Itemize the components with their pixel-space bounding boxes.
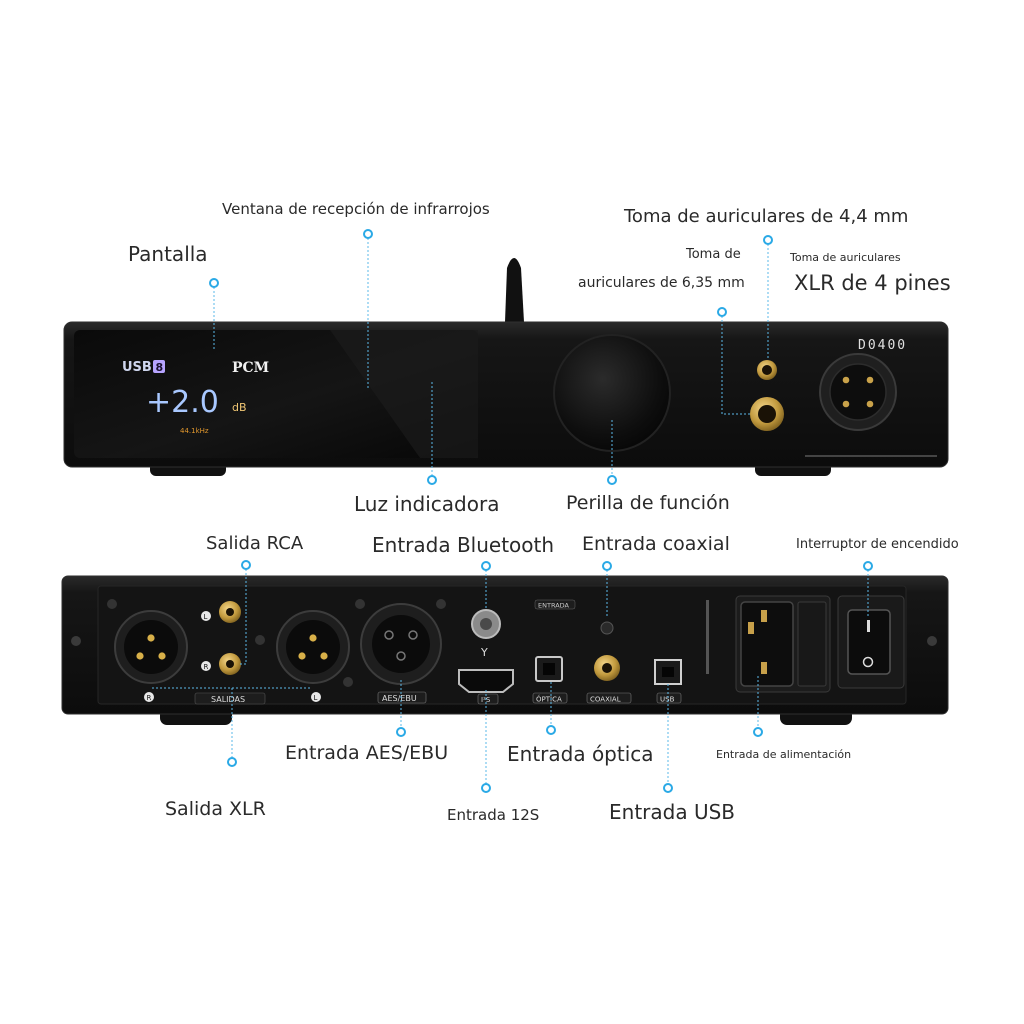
callout-xlr4-line2: XLR de 4 pines (794, 273, 951, 294)
xlr-out-right-inner (124, 620, 178, 674)
xlr4-pin (843, 401, 850, 408)
dot-xlr-out (228, 758, 236, 766)
xlr-pin (298, 652, 305, 659)
usb-b-input-inner (662, 667, 674, 677)
display-sample-rate: 44.1kHz (180, 427, 209, 435)
antenna (505, 258, 524, 322)
dot-indicator (428, 476, 436, 484)
power-inlet-pin (748, 622, 754, 634)
callout-rca-out: Salida RCA (206, 535, 303, 553)
callout-aes-in: Entrada AES/EBU (285, 744, 448, 763)
rca-out-right-hole (226, 660, 234, 668)
callout-headphone-44: Toma de auriculares de 4,4 mm (624, 208, 908, 226)
dot-aes (397, 728, 405, 736)
rca-r-tag-text: R (204, 663, 209, 671)
rca-out-left-hole (226, 608, 234, 616)
xlr-r-tag-text: R (147, 694, 152, 702)
dot-bt (482, 562, 490, 570)
bt-tag: ENTRADA (538, 602, 570, 610)
callout-usb-in: Entrada USB (609, 802, 735, 822)
callout-xlr-out: Salida XLR (165, 800, 266, 819)
outputs-label: SALIDAS (211, 695, 245, 704)
callout-i2s-in: Entrada 12S (447, 808, 539, 823)
fuse-drawer (798, 602, 826, 686)
aes-ebu-input-inner (372, 615, 430, 673)
screw (107, 599, 117, 609)
dot-coax (603, 562, 611, 570)
xlr4-pin (867, 377, 874, 384)
optical-label: ÓPTICA (536, 695, 562, 704)
power-switch-on-mark (867, 620, 870, 632)
xlr-pin (158, 652, 165, 659)
display-source-badge-text: 8 (156, 361, 164, 374)
power-switch[interactable] (848, 610, 890, 674)
callout-optical-in: Entrada óptica (507, 744, 654, 764)
aes-pin (397, 652, 405, 660)
screw (436, 599, 446, 609)
coaxial-label: COAXIAL (590, 696, 621, 704)
bluetooth-antenna-connector-center (480, 618, 492, 630)
jack-6-35mm-hole (758, 405, 776, 423)
callout-knob: Perilla de función (566, 494, 730, 513)
dot-635 (718, 308, 726, 316)
xlr-pin (309, 634, 316, 641)
xlr4-pin (843, 377, 850, 384)
screw (343, 677, 353, 687)
dot-knob (608, 476, 616, 484)
aes-label: AES/EBU (382, 694, 417, 703)
display-volume-unit: dB (232, 401, 247, 414)
screw (71, 636, 81, 646)
coaxial-input-hole (602, 663, 612, 673)
xlr-pin (147, 634, 154, 641)
dot-44 (764, 236, 772, 244)
screw (355, 599, 365, 609)
callout-ir-window: Ventana de recepción de infrarrojos (222, 202, 490, 217)
optical-input-inner (543, 663, 555, 675)
front-fine-print (805, 455, 937, 457)
xlr-pin (320, 652, 327, 659)
i2s-hdmi-input[interactable] (459, 670, 513, 692)
xlr-out-left-inner (286, 620, 340, 674)
jack-4-4mm-hole (762, 365, 772, 375)
callout-headphone-635-line1: Toma de (686, 248, 741, 261)
aes-pin (409, 631, 417, 639)
power-inlet-pin (761, 610, 767, 622)
xlr-pin (136, 652, 143, 659)
callout-headphone-635-line2: auriculares de 6,35 mm (578, 276, 745, 290)
xlr-l-tag-text: L (314, 694, 318, 702)
callout-power-switch: Interruptor de encendido (796, 538, 959, 551)
callout-power-in: Entrada de alimentación (716, 749, 851, 760)
usb-label: USB (660, 696, 675, 704)
screw (927, 636, 937, 646)
ground-screw (601, 622, 613, 634)
display-format: PCM (232, 360, 269, 376)
rca-l-tag-text: L (204, 613, 208, 621)
power-inlet-pin (761, 662, 767, 674)
callout-indicator: Luz indicadora (354, 494, 499, 514)
dot-usb (664, 784, 672, 792)
dot-power-switch (864, 562, 872, 570)
screw (255, 635, 265, 645)
callout-bt-in: Entrada Bluetooth (372, 535, 554, 555)
rear-fine-print (706, 600, 709, 674)
xlr4-pin (867, 401, 874, 408)
callout-coax-in: Entrada coaxial (582, 535, 730, 554)
xlr4-jack-inner (830, 364, 886, 420)
bluetooth-y-mark: Y (480, 646, 488, 659)
aes-pin (385, 631, 393, 639)
dot-ir (364, 230, 372, 238)
callout-display: Pantalla (128, 244, 208, 264)
callout-xlr4-line1: Toma de auriculares (790, 252, 901, 263)
rear-panel: L R SALIDAS R L AES/EBU Y ENTRADA I²S ÓP… (62, 576, 948, 725)
dot-optical (547, 726, 555, 734)
dot-display (210, 279, 218, 287)
display-source: USB (122, 360, 152, 375)
dot-power-in (754, 728, 762, 736)
display-volume: +2.0 (146, 385, 219, 420)
dot-i2s (482, 784, 490, 792)
dot-rca (242, 561, 250, 569)
model-logo: D0400 (858, 338, 907, 353)
